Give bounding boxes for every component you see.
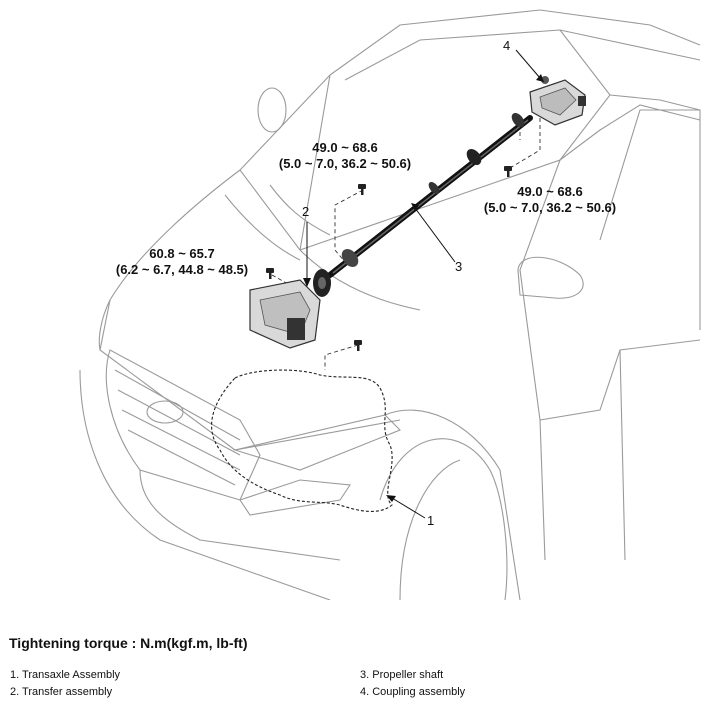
callout-2: 2 <box>302 204 310 219</box>
legend-item-2: 2. Transfer assembly <box>10 686 113 698</box>
propeller-shaft <box>327 112 533 278</box>
legend-item-1: 1. Transaxle Assembly <box>10 669 121 681</box>
torque-alt-units: (6.2 ~ 6.7, 44.8 ~ 48.5) <box>115 262 249 277</box>
leader-lines <box>306 49 541 519</box>
torque-nm: 49.0 ~ 68.6 <box>312 140 378 155</box>
torque-label-left: 60.8 ~ 65.7 (6.2 ~ 6.7, 44.8 ~ 48.5) <box>100 246 264 278</box>
torque-label-right: 49.0 ~ 68.6 (5.0 ~ 7.0, 36.2 ~ 50.6) <box>470 184 630 216</box>
torque-alt-units: (5.0 ~ 7.0, 36.2 ~ 50.6) <box>483 200 617 215</box>
torque-nm: 60.8 ~ 65.7 <box>149 246 215 261</box>
torque-label-upper-left: 49.0 ~ 68.6 (5.0 ~ 7.0, 36.2 ~ 50.6) <box>265 140 425 172</box>
callout-4: 4 <box>503 38 511 53</box>
torque-nm: 49.0 ~ 68.6 <box>517 184 583 199</box>
callout-3: 3 <box>455 259 463 274</box>
transaxle-outline <box>211 369 393 512</box>
torque-alt-units: (5.0 ~ 7.0, 36.2 ~ 50.6) <box>278 156 412 171</box>
vehicle-driveline-diagram <box>79 9 701 600</box>
bolt-icon <box>266 166 512 351</box>
callout-1: 1 <box>427 513 435 528</box>
torque-heading: Tightening torque : N.m(kgf.m, lb-ft) <box>9 635 248 651</box>
vehicle-outline <box>79 9 701 600</box>
transfer-assembly <box>249 269 331 349</box>
legend-item-4: 4. Coupling assembly <box>360 686 466 698</box>
leader-arrowheads <box>303 74 544 502</box>
legend-item-3: 3. Propeller shaft <box>360 669 444 681</box>
coupling-assembly <box>529 76 586 126</box>
